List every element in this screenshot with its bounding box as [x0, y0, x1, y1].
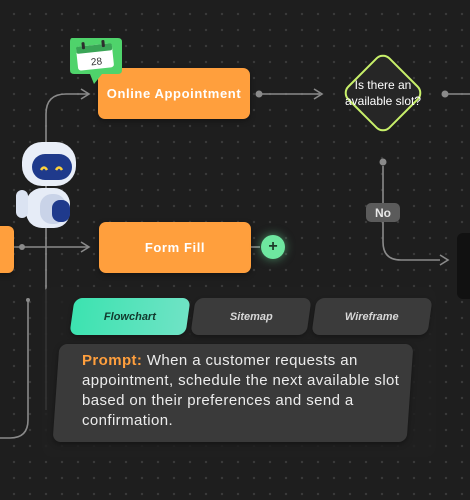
calendar-day: 28 [90, 56, 103, 68]
tab-flowchart-label: Flowchart [104, 310, 156, 323]
arrow-to-form [80, 241, 91, 253]
decision-diamond [344, 54, 422, 132]
prompt-body: When a customer requests an appointment,… [82, 352, 400, 429]
arrow-no-branch [439, 254, 450, 266]
form-fill-label: Form Fill [144, 240, 206, 255]
add-node-button[interactable]: + [261, 235, 285, 259]
prompt-text: Prompt: When a customer requests an appo… [82, 351, 402, 431]
tab-sitemap-label: Sitemap [229, 310, 273, 323]
tab-sitemap[interactable]: Sitemap [190, 298, 312, 335]
view-tabs: Flowchart Sitemap Wireframe [69, 298, 433, 335]
tab-wireframe-label: Wireframe [345, 310, 399, 323]
arrow-to-appointment [80, 88, 91, 100]
no-branch-badge: No [366, 203, 400, 222]
decision-label: Is there an available slot? [344, 78, 422, 108]
connector-no-branch [382, 166, 440, 261]
robot-mascot-icon [16, 142, 76, 228]
arrow-to-decision [313, 88, 324, 100]
calendar-icon: 28 [70, 38, 122, 84]
tab-flowchart[interactable]: Flowchart [69, 298, 191, 335]
connector-bottom-left [0, 300, 29, 439]
connector-left-trunk [45, 93, 88, 410]
tab-wireframe[interactable]: Wireframe [311, 298, 433, 335]
online-appointment-node[interactable]: Online Appointment [98, 68, 250, 119]
form-fill-node[interactable]: Form Fill [99, 222, 251, 273]
partial-panel-right [457, 233, 470, 299]
prompt-label: Prompt: [82, 352, 143, 369]
partial-node-left[interactable] [0, 226, 14, 273]
online-appointment-label: Online Appointment [106, 86, 242, 101]
